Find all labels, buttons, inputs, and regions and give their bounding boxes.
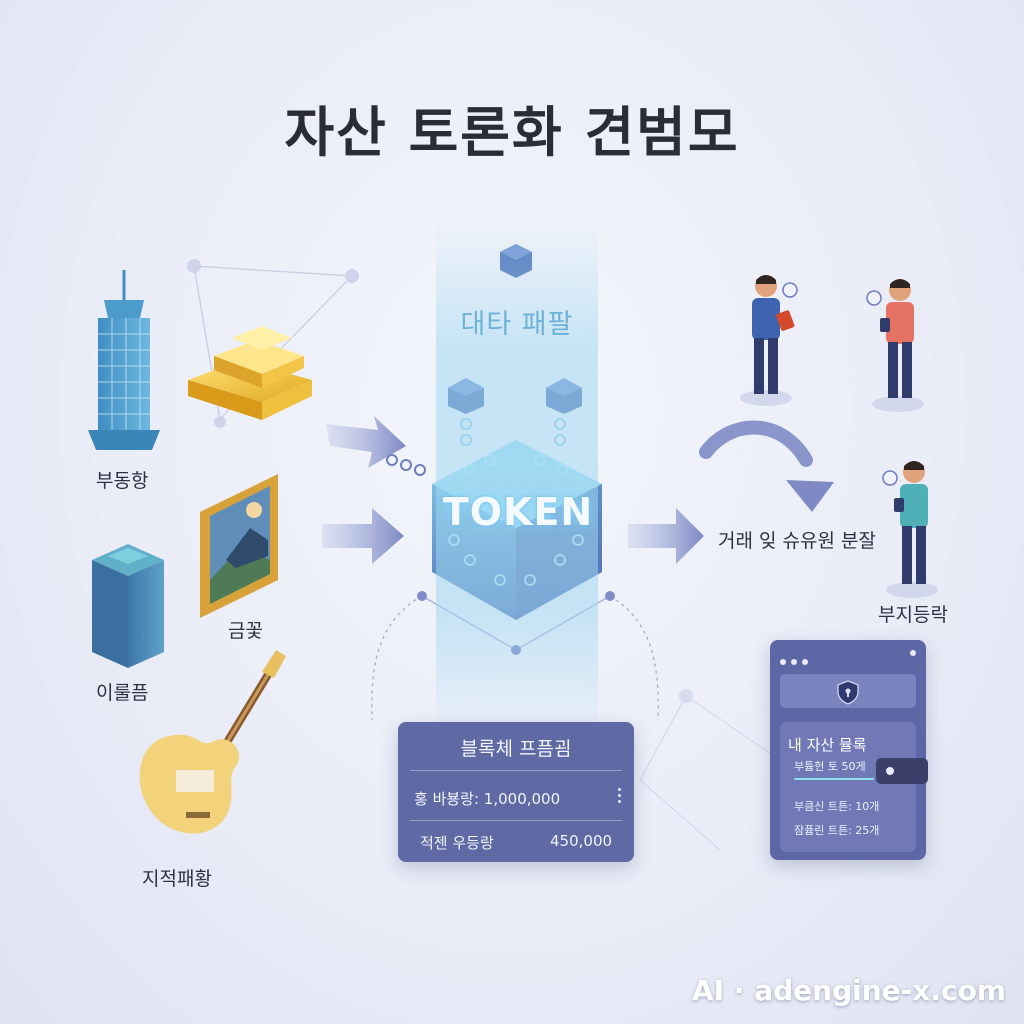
person-icon [866,279,924,412]
card-title: 블록체 프픔굄 [460,738,572,760]
network-node [679,689,693,703]
asset-label-ip: 지적패황 [142,868,212,890]
token-label: TOKEN [442,490,594,534]
shield-icon [837,680,859,705]
wallet-row: 부튬헌 토 50게 [794,760,866,773]
trade-label: 거래 잊 슈유원 분잘 [718,530,876,552]
asset-label-collectible: 이룰픔 [96,682,149,704]
window-dots [780,650,813,669]
card-row-total-supply: 홍 바뵹랑: 1,000,000 [414,790,561,808]
more-options-icon[interactable] [618,788,622,803]
investor-label: 부지등락 [878,604,948,626]
watermark: AI · adengine-x.com [692,974,1006,1007]
curved-arrow-icon [699,420,834,512]
platform-beam [436,220,598,740]
network-lines-right [639,695,781,851]
page-title: 자산 토론화 견범모 [284,101,740,164]
window-dot [910,650,916,656]
blockchain-info-card: 블록체 프픔굄 홍 바뵹랑: 1,000,000 적젠 우등랑 450,000 [398,722,634,862]
wallet-clasp[interactable] [876,758,928,784]
network-nodes-left [187,259,359,428]
card-row-circulating-label: 적젠 우등랑 [420,834,494,852]
painting-icon [200,474,278,618]
wallet-icon: 내 자산 뮬록 부튬헌 토 50게 부큼신 트튼: 10개 잠퓸린 트튼: 25… [770,640,926,860]
wallet-row: 잠퓸린 트튼: 25개 [794,824,880,837]
building-icon [88,270,160,450]
arrow-icon [322,416,406,564]
arrow-icon [628,508,704,564]
wallet-header-bar [780,674,916,708]
wallet-title: 내 자산 뮬록 [788,736,867,754]
asset-label-real-estate: 부동항 [96,470,149,492]
person-icon [882,461,938,598]
card-row-circulating-value: 450,000 [550,832,613,850]
gold-bars-icon [188,326,312,420]
chain-link-left [386,454,426,476]
wallet-progress-line [794,778,874,780]
box-icon [92,544,164,668]
wallet-row: 부큼신 트튼: 10개 [794,800,880,813]
guitar-icon [139,650,286,834]
wallet-asset-panel: 내 자산 뮬록 부튬헌 토 50게 부큼신 트튼: 10개 잠퓸린 트튼: 25… [780,722,916,852]
card-divider [410,820,622,821]
card-divider [410,770,622,771]
platform-label: 대타 패팔 [460,309,574,340]
person-icon [740,275,798,406]
asset-label-art: 금꽃 [228,620,263,642]
